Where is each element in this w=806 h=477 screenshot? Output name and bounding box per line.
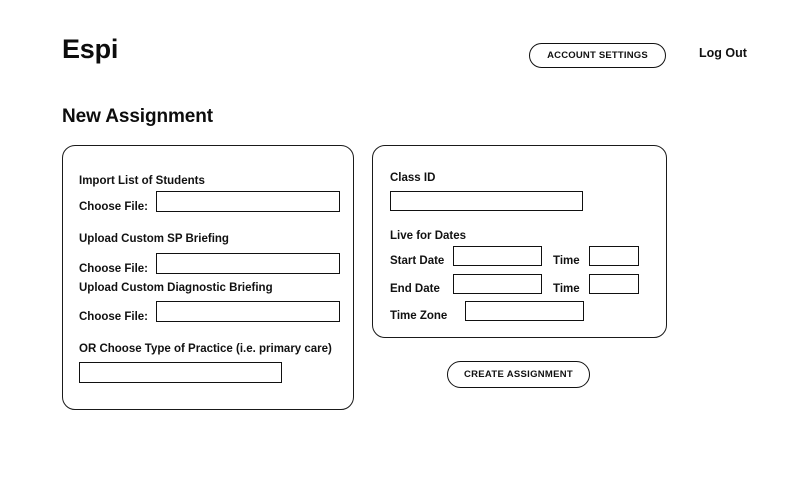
upload-sp-briefing-file-label: Choose File: <box>79 263 149 275</box>
import-materials-panel: Import List of Students Choose File: Upl… <box>62 145 354 410</box>
choose-practice-type-input[interactable] <box>79 362 282 383</box>
upload-diagnostic-briefing-file-label: Choose File: <box>79 311 149 323</box>
end-time-label: Time <box>553 283 580 295</box>
start-date-label: Start Date <box>390 255 445 267</box>
logout-link[interactable]: Log Out <box>699 46 747 60</box>
time-zone-input[interactable] <box>465 301 584 321</box>
start-date-input[interactable] <box>453 246 542 266</box>
upload-diagnostic-briefing-heading: Upload Custom Diagnostic Briefing <box>79 282 273 294</box>
choose-practice-type-heading: OR Choose Type of Practice (i.e. primary… <box>79 343 332 355</box>
class-schedule-panel: Class ID Live for Dates Start Date Time … <box>372 145 667 338</box>
page-title: New Assignment <box>62 106 213 127</box>
upload-sp-briefing-file-input[interactable] <box>156 253 340 274</box>
start-time-label: Time <box>553 255 580 267</box>
import-students-file-input[interactable] <box>156 191 340 212</box>
create-assignment-button[interactable]: CREATE ASSIGNMENT <box>447 361 590 388</box>
live-for-dates-heading: Live for Dates <box>390 230 467 242</box>
end-date-label: End Date <box>390 283 440 295</box>
upload-diagnostic-briefing-file-input[interactable] <box>156 301 340 322</box>
class-id-input[interactable] <box>390 191 583 211</box>
import-students-heading: Import List of Students <box>79 175 205 187</box>
time-zone-label: Time Zone <box>390 310 448 322</box>
class-id-label: Class ID <box>390 172 436 184</box>
upload-sp-briefing-heading: Upload Custom SP Briefing <box>79 233 229 245</box>
start-time-input[interactable] <box>589 246 639 266</box>
import-students-file-label: Choose File: <box>79 201 149 213</box>
end-date-input[interactable] <box>453 274 542 294</box>
end-time-input[interactable] <box>589 274 639 294</box>
account-settings-button[interactable]: ACCOUNT SETTINGS <box>529 43 666 68</box>
app-brand-title: Espi <box>62 34 119 64</box>
